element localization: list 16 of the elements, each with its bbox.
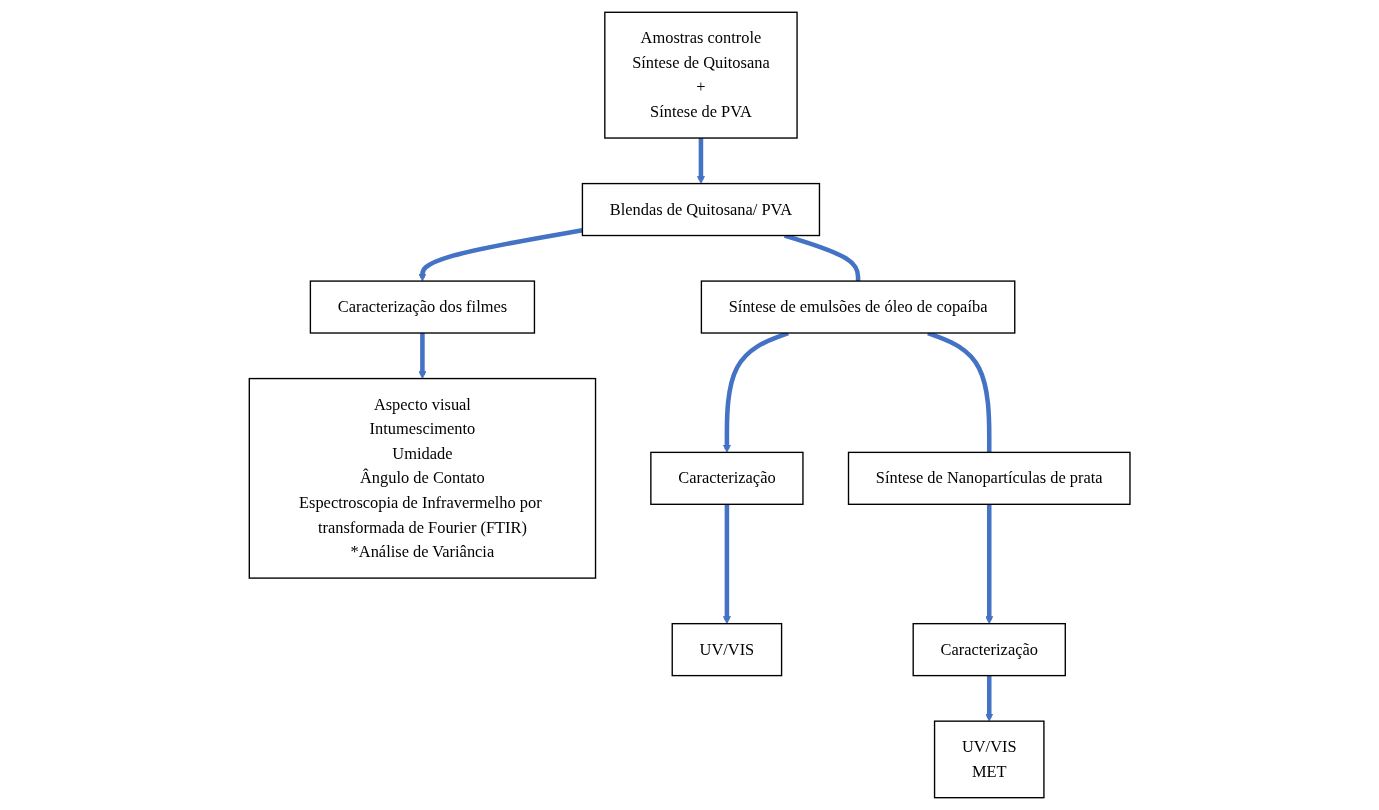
node-box: Amostras controle Síntese de Quitosana + Síntese de PVA (604, 11, 798, 139)
arrow (985, 504, 994, 625)
arrow (696, 138, 705, 184)
node-box: Blendas de Quitosana/ PVA (581, 182, 820, 237)
node-box: Caracterização dos filmes (309, 280, 535, 334)
node-box: Aspecto visual Intumescimento Umidade Ângulo de Contato Espectroscopia de Infravermelho por transformada de Fourier (FTIR) *Análise de Variância (248, 377, 597, 579)
arrow (418, 228, 583, 282)
arrow (418, 333, 427, 379)
node-box: Síntese de emulsões de óleo de copaíba (700, 280, 1016, 334)
arrow (985, 675, 994, 722)
node-box: Síntese de Nanopartículas de prata (847, 451, 1131, 505)
node-box: UV/VIS (671, 623, 783, 677)
node-box: Caracterização (912, 623, 1066, 677)
arrow (722, 504, 731, 625)
node-box: Caracterização (650, 451, 804, 505)
node-box: UV/VIS MET (933, 720, 1045, 799)
